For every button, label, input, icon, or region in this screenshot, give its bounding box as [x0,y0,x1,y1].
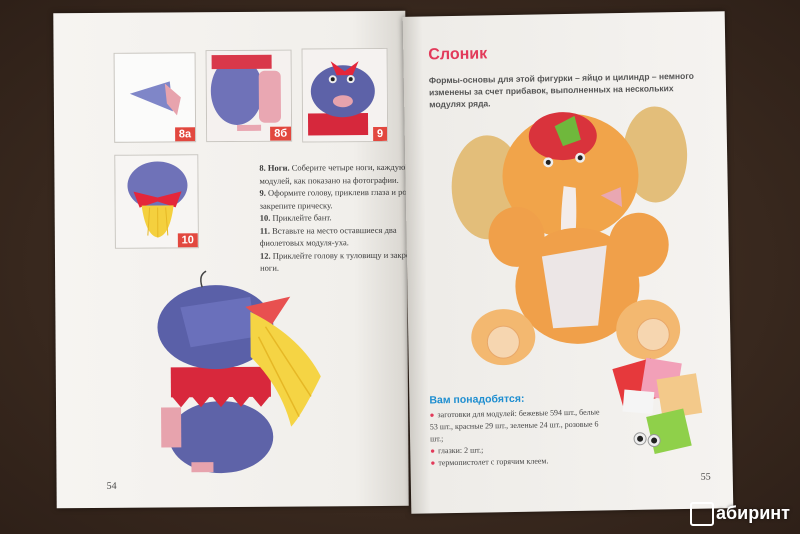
materials-list: ●заготовки для модулей: бежевые 594 шт.,… [430,406,606,469]
watermark: абиринт [690,502,790,526]
page-title: Слоник [428,45,488,64]
page-number-right: 55 [700,471,711,483]
legs-image [206,50,292,142]
labyrinth-logo-icon [690,502,715,526]
module-image [129,81,181,116]
photo-step-9: 9 [301,47,389,143]
paper-swatches-image [612,357,703,455]
head-image [302,48,388,142]
list-item: ●заготовки для модулей: бежевые 594 шт.,… [429,407,600,444]
elephant-image [451,106,688,366]
page-number-left: 54 [106,480,117,492]
materials-heading: Вам понадобятся: [429,392,525,407]
finished-figure-image [157,270,321,474]
bullet-icon: ● [430,446,436,456]
list-item: ●термопистолет с горячим клеем. [430,456,549,468]
bullet-icon: ● [430,458,436,468]
tag-10: 10 [177,233,198,248]
bow-image [115,155,198,248]
tag-9: 9 [372,126,388,142]
left-page: 8а 8б 9 [53,10,434,509]
photo-step-10: 10 [114,154,199,249]
right-page: Слоник Формы-основы для этой фигурки – я… [402,11,734,514]
photo-step-8a: 8а [113,52,197,143]
tag-8b: 8б [270,126,292,141]
tag-8a: 8а [174,127,196,142]
bullet-icon: ● [429,410,435,420]
photo-step-8b: 8б [205,49,293,143]
